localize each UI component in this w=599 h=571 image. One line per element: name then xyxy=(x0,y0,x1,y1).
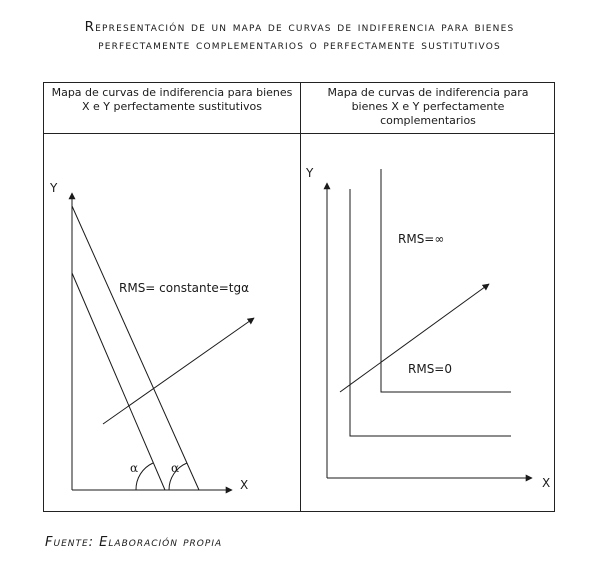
right-x-label: X xyxy=(542,476,550,490)
title-line-1: Representación de un mapa de curvas de i… xyxy=(84,19,515,35)
left-indifference-line-outer xyxy=(71,205,200,491)
source-note: Fuente: Elaboración propia xyxy=(45,535,223,550)
right-expansion-arrow xyxy=(339,283,490,393)
header-row xyxy=(44,83,554,134)
right-panel-header: Mapa de curvas de indiferencia para bien… xyxy=(327,86,529,127)
right-indifference-curve-outer xyxy=(380,169,511,393)
right-panel xyxy=(323,169,533,482)
left-indifference-line-inner xyxy=(71,272,166,491)
title-line-2: perfectamente complementarios o perfecta… xyxy=(98,37,501,53)
rms-zero-label: RMS=0 xyxy=(408,362,452,376)
right-indifference-curve-inner xyxy=(349,189,511,437)
left-expansion-arrow xyxy=(102,317,255,425)
rms-infinity-label: RMS=∞ xyxy=(398,232,444,246)
right-y-label: Y xyxy=(305,166,314,180)
left-panel-header: Mapa de curvas de indiferencia para bien… xyxy=(51,86,293,113)
angle-label-1: α xyxy=(130,461,138,475)
panel-divider xyxy=(300,83,301,511)
angle-label-2: α xyxy=(171,461,179,475)
angle-arc-2 xyxy=(168,462,188,491)
left-panel xyxy=(68,192,255,494)
left-x-label: X xyxy=(240,478,248,492)
title: Representación de un mapa de curvas de i… xyxy=(0,18,599,54)
diagram-frame: Mapa de curvas de indiferencia para bien… xyxy=(43,82,555,512)
angle-arc-1 xyxy=(135,462,154,491)
rms-constant-label: RMS= constante=tgα xyxy=(119,281,249,295)
left-y-label: Y xyxy=(49,181,58,195)
